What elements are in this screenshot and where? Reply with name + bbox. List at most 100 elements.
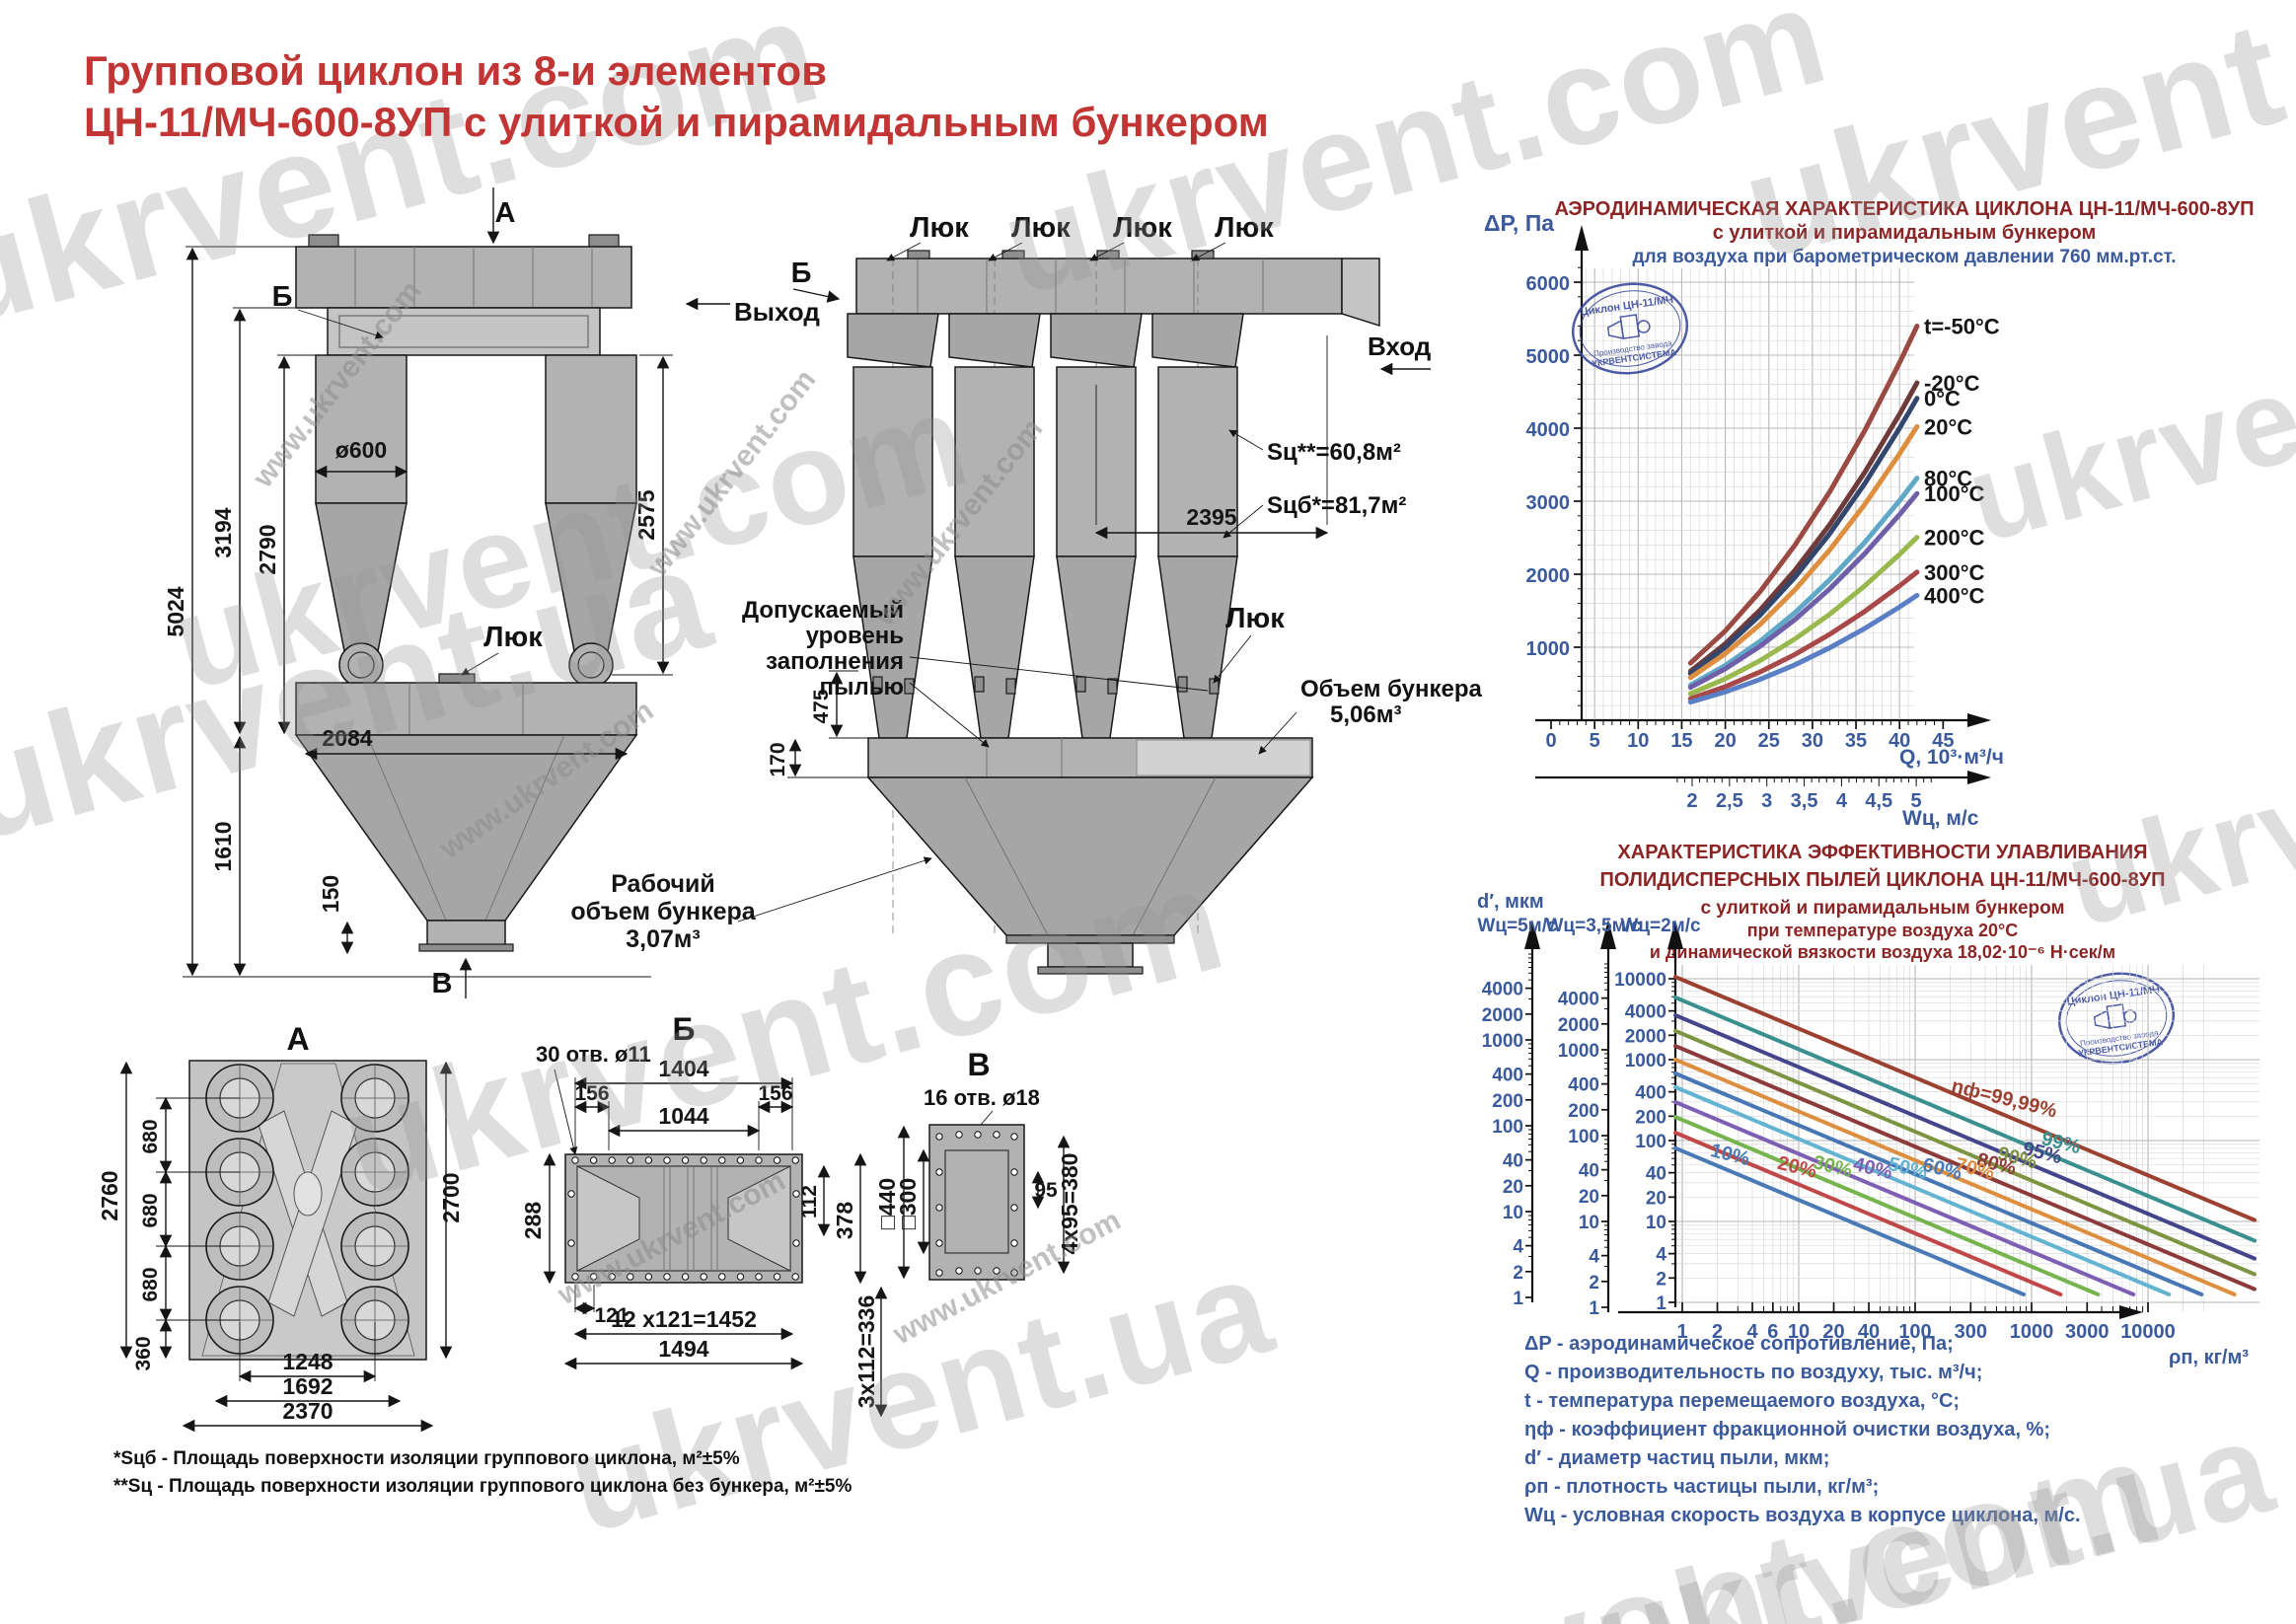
view-v-drawing: В 16 отв. ø18 □440 □300 95 4х95=380 bbox=[874, 1047, 1082, 1281]
chart2-axis-tick: 200 bbox=[1568, 1101, 1599, 1122]
chart2-series bbox=[1673, 1084, 2172, 1296]
chart2-x-tick: 4 bbox=[1746, 1321, 1758, 1343]
svg-text:3: 3 bbox=[1761, 790, 1772, 812]
chart2-axis-tick: 4 bbox=[1589, 1247, 1599, 1268]
chart1-series bbox=[1687, 423, 1920, 681]
chart2-axis-tick: 2000 bbox=[1625, 1026, 1666, 1047]
footnote-1: *Sцб - Площадь поверхности изоляции груп… bbox=[113, 1448, 740, 1469]
svg-text:2,5: 2,5 bbox=[1716, 790, 1743, 812]
chart2-x-tick: 1000 bbox=[2010, 1321, 2054, 1343]
chart2-x-tick: 100 bbox=[1898, 1321, 1931, 1343]
chart1-series-label: 0°C bbox=[1924, 387, 1961, 411]
bunker-volume-line1: Объем бункера bbox=[1300, 676, 1482, 702]
svg-text:4,5: 4,5 bbox=[1865, 790, 1892, 812]
chart2-legend-line: ρп - плотность частицы пыли, кг/м³; bbox=[1524, 1476, 1879, 1498]
side-hatch-label-4: Люк bbox=[1215, 212, 1274, 244]
dim-150: 150 bbox=[318, 875, 343, 913]
dim-680a: 680 bbox=[139, 1119, 162, 1153]
chart2-legend-line: Q - производительность по воздуху, тыс. … bbox=[1524, 1362, 1982, 1383]
dim-300: □300 bbox=[895, 1178, 921, 1229]
dim-680b: 680 bbox=[139, 1193, 162, 1227]
chart2-title3: с улиткой и пирамидальным бункером bbox=[1700, 898, 2064, 919]
chart2-axis-tick: 2000 bbox=[1558, 1015, 1599, 1036]
chart2-series bbox=[1673, 1071, 2204, 1296]
chart1-series-label: 200°C bbox=[1924, 526, 1985, 551]
chart1-series bbox=[1687, 592, 1920, 705]
chart1-series-label: 80°C bbox=[1924, 467, 1972, 491]
chart2-series bbox=[1673, 996, 2257, 1243]
chart2-axis-tick: 10 bbox=[1646, 1213, 1666, 1233]
dim-600: ø600 bbox=[335, 437, 387, 463]
work-volume-line2: объем бункера bbox=[570, 898, 756, 925]
dim-288: 288 bbox=[520, 1202, 546, 1240]
chart1-series-label: 400°C bbox=[1924, 583, 1985, 608]
chart2-x-tick: 1 bbox=[1676, 1321, 1687, 1343]
chart2-series bbox=[1673, 1028, 2257, 1277]
chart2-x-tick: 3000 bbox=[2065, 1321, 2110, 1343]
chart2-axis-label: Wц=2м/с bbox=[1620, 916, 1701, 936]
svg-text:35: 35 bbox=[1845, 730, 1867, 752]
chart2-axis-tick: 20 bbox=[1646, 1188, 1666, 1209]
view-v-label: В bbox=[967, 1047, 990, 1082]
chart2-axis-tick: 1000 bbox=[1558, 1041, 1599, 1062]
surface-area-cyclone: Sц**=60,8м² bbox=[1267, 439, 1401, 466]
dim-3194: 3194 bbox=[210, 507, 236, 557]
side-view-drawing: Люк Люк Люк Люк Б Выход Вход Sц**=60,8м²… bbox=[570, 212, 1482, 975]
dim-2575: 2575 bbox=[633, 489, 659, 540]
dim-440: □440 bbox=[874, 1178, 900, 1229]
chart2-x-tick: 10000 bbox=[2120, 1321, 2176, 1343]
dim-680c: 680 bbox=[139, 1267, 162, 1301]
front-view-drawing: А Б В Люк 5024 3194 2790 1610 ø600 2084 … bbox=[163, 187, 673, 999]
chart2-axis-tick: 40 bbox=[1579, 1161, 1599, 1182]
chart2-axis-tick: 4 bbox=[1513, 1237, 1523, 1258]
dim-475: 475 bbox=[810, 689, 833, 723]
dim-1404: 1404 bbox=[658, 1056, 708, 1081]
chart2-axis-tick: 40 bbox=[1503, 1151, 1523, 1172]
chart2-x-tick: 2 bbox=[1712, 1321, 1723, 1343]
chart2-axis-tick: 1000 bbox=[1625, 1051, 1666, 1071]
chart2-series bbox=[1673, 1058, 2237, 1296]
dim-1248: 1248 bbox=[282, 1349, 333, 1374]
chart2-series bbox=[1673, 975, 2257, 1222]
svg-text:1000: 1000 bbox=[1526, 638, 1571, 660]
chart2-legend-line: t - температура перемещаемого воздуха, °… bbox=[1524, 1390, 1960, 1412]
chart2-axis-tick: 200 bbox=[1492, 1091, 1523, 1112]
view-b-label: Б bbox=[673, 1011, 696, 1047]
dim-170: 170 bbox=[767, 742, 789, 776]
surface-area-cyclone-bunker: Sцб*=81,7м² bbox=[1267, 492, 1406, 519]
dim-121: 121 bbox=[594, 1304, 629, 1327]
chart2-legend: ΔP - аэродинамическое сопротивление, Па;… bbox=[1524, 1333, 2081, 1526]
chart2-title2: ПОЛИДИСПЕРСНЫХ ПЫЛЕЙ ЦИКЛОНА ЦН-11/МЧ-60… bbox=[1599, 867, 2165, 891]
dim-1610: 1610 bbox=[210, 821, 236, 871]
chart1-series-label: 300°C bbox=[1924, 560, 1985, 585]
dust-level-line1: Допускаемый bbox=[742, 597, 904, 624]
side-hatch-label-2: Люк bbox=[1011, 212, 1071, 244]
dim-360: 360 bbox=[132, 1336, 155, 1370]
svg-text:45: 45 bbox=[1932, 730, 1954, 752]
chart1-series-label: -20°C bbox=[1924, 371, 1980, 396]
chart2-axis-tick: 400 bbox=[1635, 1083, 1666, 1104]
svg-text:5: 5 bbox=[1590, 730, 1600, 752]
dim-2084: 2084 bbox=[322, 725, 372, 751]
dim-2700: 2700 bbox=[438, 1172, 464, 1222]
svg-text:25: 25 bbox=[1758, 730, 1780, 752]
chart2-axis-tick: 1 bbox=[1513, 1289, 1523, 1309]
chart2-axis-tick: 20 bbox=[1503, 1177, 1523, 1198]
side-hatch-label-1: Люк bbox=[910, 212, 969, 244]
chart2-axis-tick: 2 bbox=[1589, 1273, 1599, 1293]
chart2-series bbox=[1673, 1145, 2026, 1296]
chart2-title5: и динамической вязкости воздуха 18,02·10… bbox=[1650, 942, 2115, 962]
view-b-holes: 30 отв. ø11 bbox=[536, 1042, 651, 1067]
section-label-b: Б bbox=[272, 281, 293, 313]
footnote-2: **Sц - Площадь поверхности изоляции груп… bbox=[113, 1476, 852, 1497]
chart1-series bbox=[1687, 490, 1920, 691]
dust-level-line2: уровень bbox=[806, 623, 904, 649]
chart2-series bbox=[1673, 1044, 2257, 1292]
view-a-label: А bbox=[286, 1021, 309, 1057]
chart2-x-tick: 40 bbox=[1858, 1321, 1880, 1343]
chart2-axis-tick: 400 bbox=[1568, 1075, 1599, 1096]
chart2-title4: при температуре воздуха 20°С bbox=[1747, 921, 2018, 940]
dust-level-line3: заполнения bbox=[766, 648, 904, 675]
chart2-series bbox=[1673, 1100, 2136, 1296]
